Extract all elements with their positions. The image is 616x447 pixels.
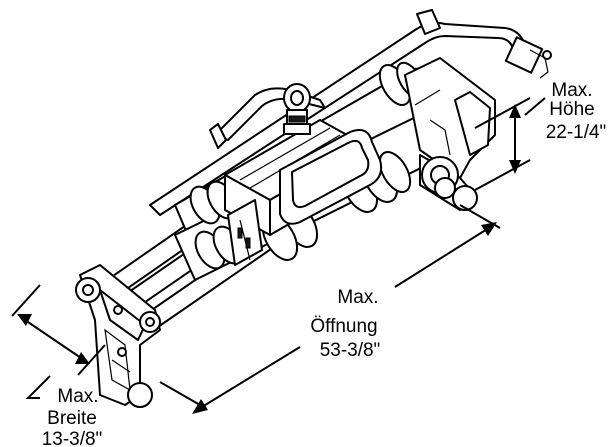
height-label-max: Max. [551,80,592,101]
top-handle-bar [149,9,552,216]
mid-bracket [227,199,263,266]
left-end-frame [75,264,161,408]
height-label-text: Höhe [549,99,594,120]
opening-value: 53-3/8" [320,340,381,361]
width-dimension: Max. Breite 13-3/8" [11,284,106,447]
width-label-max: Max. [57,386,98,407]
height-dimension: Max. Höhe 22-1/4" [474,80,607,191]
opening-label-text: Öffnung [310,316,377,337]
clamp-machine-illustration [75,9,552,408]
height-value: 22-1/4" [546,122,607,143]
width-label-text: Breite [47,408,97,429]
right-end-frame [404,57,496,211]
opening-label-max: Max. [337,287,378,308]
width-value: 13-3/8" [42,429,103,447]
opening-dimension: Max. Öffnung 53-3/8" [159,204,501,414]
